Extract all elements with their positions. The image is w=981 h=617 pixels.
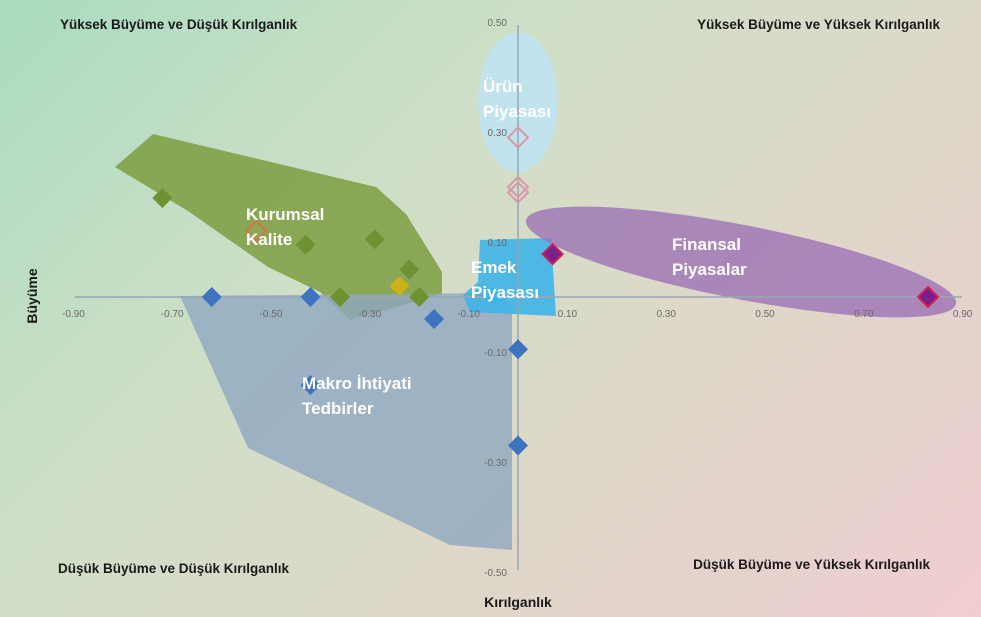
x-tick-label: 0.50	[755, 309, 775, 320]
point-kurumsal	[152, 188, 173, 208]
y-tick-label: 0.10	[488, 238, 508, 249]
open-point-urun	[506, 175, 530, 199]
x-tick-label: -0.90	[62, 309, 85, 320]
x-tick-label: -0.70	[161, 309, 184, 320]
y-axis-title: Büyüme	[24, 268, 40, 323]
point-makro	[300, 287, 321, 307]
y-tick-label: -0.10	[484, 348, 507, 359]
region-kurumsal	[115, 134, 442, 320]
label-makro: Makro İhtiyati Tedbirler	[302, 374, 416, 418]
quadrant-bottom-left: Düşük Büyüme ve Düşük Kırılganlık	[58, 561, 290, 576]
x-tick-label: 0.30	[656, 309, 676, 320]
point-kurumsal	[389, 276, 410, 296]
region-makro	[180, 293, 512, 550]
x-axis-title: Kırılganlık	[484, 594, 552, 610]
open-point-urun	[506, 181, 530, 204]
point-finansal	[541, 242, 564, 266]
y-tick-label: -0.50	[484, 568, 507, 579]
point-kurumsal	[330, 287, 351, 307]
point-kurumsal	[409, 287, 430, 307]
point-makro	[508, 435, 528, 456]
y-tick-label: 0.50	[488, 18, 508, 29]
quadrant-top-right: Yüksek Büyüme ve Yüksek Kırılganlık	[697, 17, 940, 32]
x-tick-label: -0.10	[457, 309, 480, 320]
x-tick-labels: -0.90 -0.70 -0.50 -0.30 -0.10 0.10 0.30 0.50 0.7…	[62, 309, 973, 320]
data-markers	[152, 126, 940, 456]
group-regions	[115, 32, 957, 550]
y-tick-labels: 0.50 0.30 0.10 -0.10 -0.30 -0.50	[484, 18, 507, 579]
point-makro	[508, 339, 528, 360]
y-tick-label: -0.30	[484, 458, 507, 469]
x-tick-label: 0.70	[854, 309, 874, 320]
point-kurumsal	[295, 234, 316, 255]
y-tick-label: 0.30	[488, 128, 508, 139]
open-point-kurumsal	[244, 219, 268, 243]
label-kurumsal: Kurumsal Kalite	[246, 205, 329, 249]
open-point-urun	[506, 126, 530, 149]
point-finansal	[916, 285, 940, 309]
group-labels: Kurumsal Kalite Makro İhtiyati Tedbirler…	[246, 77, 747, 418]
x-tick-label: -0.50	[260, 309, 283, 320]
quadrant-bottom-right: Düşük Büyüme ve Yüksek Kırılganlık	[693, 557, 930, 572]
point-kurumsal	[399, 259, 420, 280]
point-makro	[201, 287, 222, 307]
region-emek	[463, 238, 556, 316]
quadrant-top-left: Yüksek Büyüme ve Düşük Kırılganlık	[60, 17, 298, 32]
x-tick-label: 0.10	[558, 309, 578, 320]
x-tick-label: -0.30	[358, 309, 381, 320]
label-finansal: Finansal Piyasalar	[672, 235, 747, 279]
label-emek: Emek Piyasası	[471, 258, 539, 302]
region-finansal	[525, 206, 957, 318]
point-emek	[483, 287, 504, 307]
point-makro	[424, 309, 445, 329]
point-kurumsal	[364, 229, 385, 250]
label-urun: Ürün Piyasası	[483, 77, 551, 121]
x-tick-label: 0.90	[953, 309, 973, 320]
point-makro	[300, 375, 321, 395]
